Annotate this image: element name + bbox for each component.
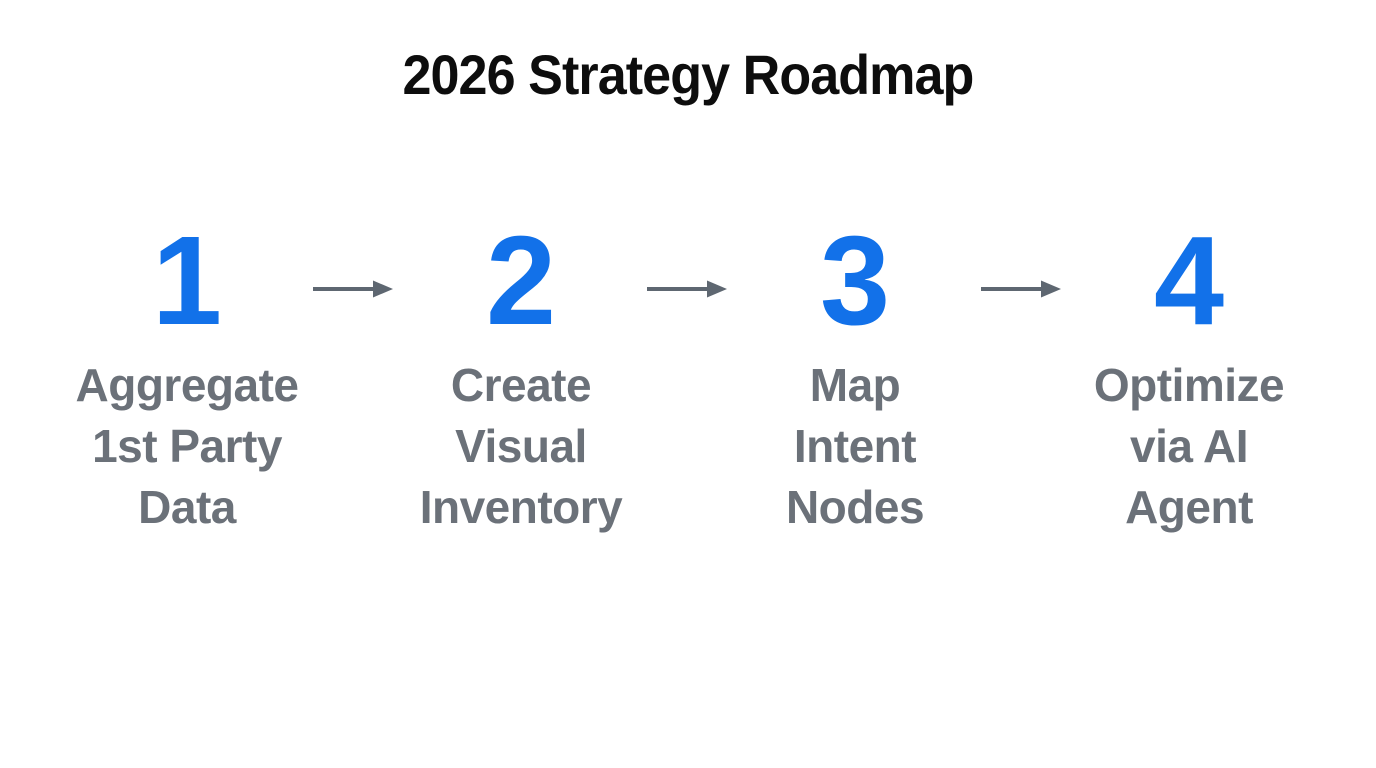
arrow-right-icon	[312, 278, 396, 300]
step-connector-1	[312, 278, 396, 300]
step-4-label: Optimize via AI Agent	[1093, 359, 1285, 533]
roadmap-steps-row: 1 Aggregate 1st Party Data 2 Create Visu…	[0, 210, 1376, 538]
arrow-right-icon	[646, 278, 730, 300]
step-3-label: Map Intent Nodes	[785, 359, 925, 533]
roadmap-step-1: 1 Aggregate 1st Party Data	[62, 210, 312, 538]
roadmap-step-4: 4 Optimize via AI Agent	[1064, 210, 1314, 538]
page-title-text: 2026 Strategy Roadmap	[402, 43, 975, 106]
step-connector-2	[646, 278, 730, 300]
step-1-number: 1	[151, 210, 223, 351]
roadmap-step-2: 2 Create Visual Inventory	[396, 210, 646, 538]
roadmap-step-3: 3 Map Intent Nodes	[730, 210, 980, 538]
step-connector-3	[980, 278, 1064, 300]
step-4-number: 4	[1153, 210, 1225, 351]
step-2-label: Create Visual Inventory	[419, 359, 623, 533]
step-2-number: 2	[485, 210, 557, 351]
step-1-label: Aggregate 1st Party Data	[75, 359, 299, 533]
step-3-number: 3	[819, 210, 891, 351]
arrow-right-icon	[980, 278, 1064, 300]
page-title: 2026 Strategy Roadmap	[0, 0, 1376, 108]
